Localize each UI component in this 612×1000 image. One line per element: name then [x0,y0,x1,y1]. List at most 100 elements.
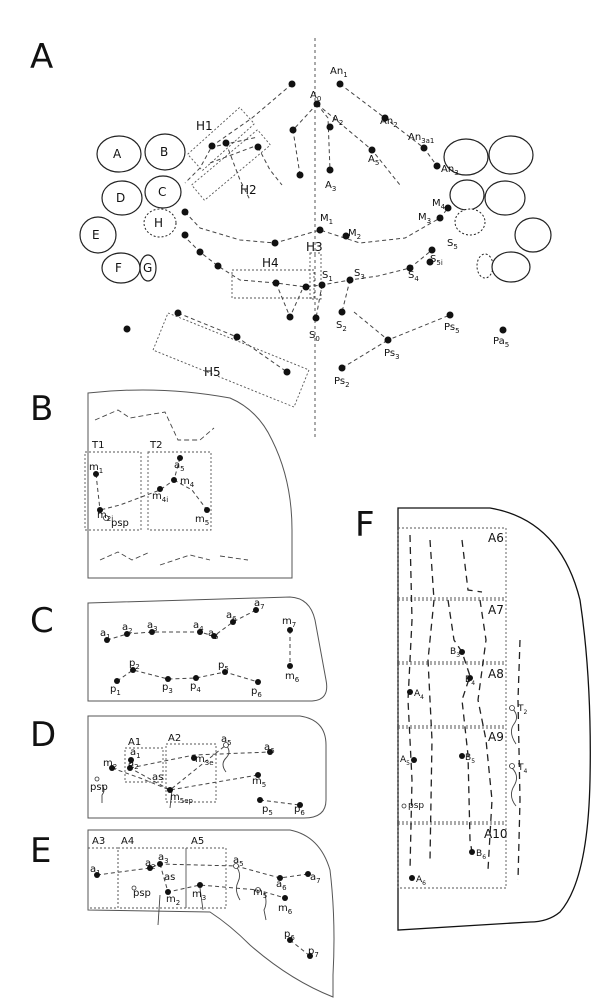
box-label-h2: H2 [240,183,257,197]
seta-dot [287,663,293,669]
seta-label: Ps5 [444,322,460,335]
seta-dot [93,471,99,477]
seta-dot [255,679,261,685]
psp-pit [401,803,407,809]
seta-dot [499,326,507,334]
seta-dot [407,689,413,695]
stemma-label-e: E [92,228,100,242]
trace-line [101,784,105,803]
seta-label: S5 [447,238,458,251]
box-a8 [397,663,507,727]
as-label: as [164,872,175,883]
seta-dot [167,787,173,793]
seta-label: a4 [193,620,204,633]
stemma-label-f: F [115,261,122,275]
connection [99,457,181,511]
seta-dot [318,281,326,289]
seta-label: m4i [152,491,168,504]
box-a9 [397,727,507,823]
seta-dot [381,114,389,122]
segment-outline-b [87,389,293,579]
seta-dot [165,889,171,895]
seta-dot [177,455,183,461]
seta-dot [204,507,210,513]
panel-c: C a1 a2 a3 a4 a5 a6 a7 m7 m6 p1 p2 p3 p4… [30,596,328,702]
box-a2 [165,743,217,803]
psp-pit [94,776,100,782]
seta-dot [426,258,434,266]
seta-label: m2i [97,510,113,523]
seta-label: a5 [221,734,232,747]
seta-dot [316,226,324,234]
seta-label: B5 [465,753,475,765]
seta-dot [409,875,415,881]
stemma-label-d: D [116,191,125,205]
seta-dot [444,204,452,212]
box-label-a2: A2 [168,733,181,744]
seta-dot [384,336,392,344]
seta-label: p3 [162,682,173,695]
connection [173,479,208,511]
seta-dot [257,797,263,803]
seta-dot [171,477,177,483]
seta-dot [109,765,115,771]
connection [316,103,331,171]
box-label-a6: A6 [488,531,504,545]
seta-dot [114,678,120,684]
stemma-right-6 [514,217,552,253]
seta-label: A2 [332,114,343,127]
seta-dot [326,123,334,131]
seta-label: p2 [129,658,140,671]
trace-line [94,409,215,441]
stemma-h [143,208,177,238]
seta-dot [196,248,204,256]
box-label-a5: A5 [191,836,204,847]
seta-label: m6 [278,903,293,916]
seta-dot [124,631,130,637]
connection [257,146,283,186]
segment-outline-f [397,507,591,931]
seta-label: S2 [336,320,347,333]
seta-dot [459,753,465,759]
stemma-right-7 [476,253,494,279]
seta-dot [254,143,262,151]
connection [184,207,449,244]
seta-label: An3 [441,164,459,177]
segment-outline-c [87,596,328,702]
psp-pit [131,885,137,891]
seta-dot [123,325,131,333]
seta-label: A0 [310,90,321,103]
seta-label: a1 [100,628,111,641]
seta-label: T4 [517,763,528,775]
seta-dot [406,264,414,272]
seta-dot [255,772,261,778]
seta-dot [459,649,465,655]
connection [177,312,288,373]
seta-label: m2 [166,894,180,907]
connection [129,744,227,791]
seta-label: S1 [322,270,333,283]
seta-label: a6 [264,742,275,755]
seta-dot [433,162,441,170]
trace-line [511,707,517,745]
panel-letter-e: E [30,831,51,871]
box-label-h1: H1 [196,119,213,133]
segment-outline-d [87,715,327,819]
box-label-a7: A7 [488,603,504,617]
box-t1 [84,451,142,531]
seta-dot [181,231,189,239]
seta-label: m5 [252,776,266,789]
seta-dot [305,871,311,877]
box-t2 [147,451,212,531]
stemma-a [96,135,142,173]
dashed-line [517,639,521,881]
box-label-a8: A8 [488,667,504,681]
stemma-right-3 [449,179,485,211]
seta-dot [336,80,344,88]
seta-pit [509,705,515,711]
box-label-h3: H3 [306,240,323,254]
seta-dot [271,239,279,247]
box-label-a1: A1 [128,737,141,748]
seta-label: m1 [89,462,103,475]
psp-label: psp [408,801,424,811]
